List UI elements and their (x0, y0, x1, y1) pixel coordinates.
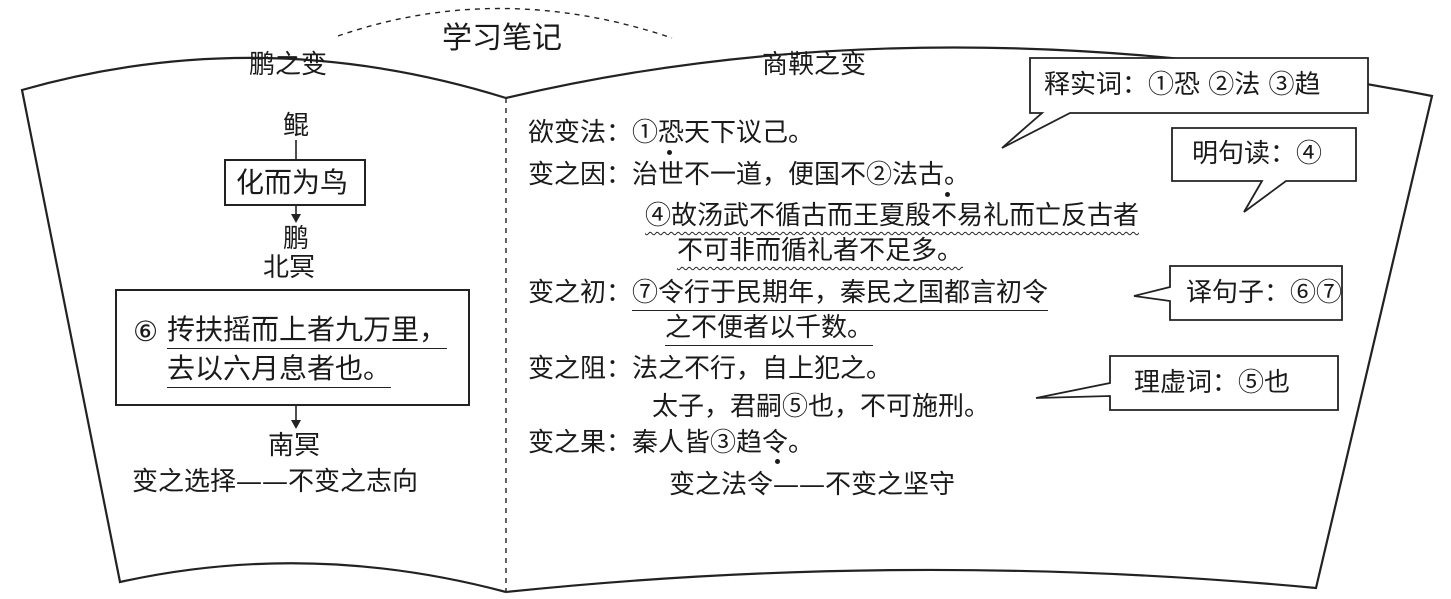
emphasis-dot-fa (945, 192, 950, 197)
left-heading: 鹏之变 (249, 50, 328, 80)
callout-shici: 释实词：①恐 ②法 ③趋 (1044, 70, 1321, 100)
callout-mingju: 明句读：④ (1192, 139, 1323, 169)
row-label-bianzhizu: 变之阻： (528, 354, 633, 384)
nanming-label: 南冥 (268, 431, 321, 461)
row-text-bianzhizu-1: 法之不行，自上犯之。 (632, 354, 893, 384)
left-summary: 变之选择——不变之志向 (132, 467, 419, 497)
beiming-label: 北冥 (263, 253, 316, 283)
transform-text: 化而为鸟 (236, 166, 349, 199)
row-text-guyi-1: ④故汤武不循古而王夏殷不易礼而亡反古者 (645, 201, 1140, 231)
peng-label: 鹏 (283, 224, 310, 254)
kun-label: 鲲 (283, 111, 310, 141)
row-label-yubianfa: 欲变法： (528, 118, 633, 148)
row-text-yubianfa: ①恐天下议己。 (632, 118, 815, 148)
quote-line-2: 去以六月息者也。 (167, 355, 392, 388)
row-label-bianzhiyin: 变之因： (528, 160, 633, 190)
row-text-bianzhiguo: 秦人皆③趋令。 (632, 428, 815, 458)
emphasis-dot-kong (667, 150, 672, 155)
row-text-guyi-2: 不可非而循礼者不足多。 (677, 236, 964, 266)
quote-line-1: 抟扶摇而上者九万里， (167, 316, 448, 349)
row-text-bianzhichu-1: ⑦令行于民期年，秦民之国都言初令 (632, 280, 1049, 311)
row-text-bianzhichu-2: 之不便者以千数。 (665, 315, 874, 346)
row-label-bianzhichu: 变之初： (528, 278, 633, 308)
quote-box (115, 289, 470, 406)
row-label-bianzhiguo: 变之果： (528, 428, 633, 458)
right-heading: 商鞅之变 (762, 50, 867, 80)
transform-box: 化而为鸟 (224, 159, 366, 206)
page-title: 学习笔记 (442, 21, 562, 56)
row-text-bianzhizu-2: 太子，君嗣⑤也，不可施刑。 (652, 392, 991, 422)
callout-yiju: 译句子：⑥⑦ (1186, 278, 1343, 308)
right-summary: 变之法令——不变之坚守 (669, 470, 956, 500)
quote-number: ⑥ (133, 315, 159, 348)
row-text-bianzhiyin: 治世不一道，便国不②法古。 (632, 160, 971, 190)
callout-lixu: 理虚词：⑤也 (1134, 368, 1291, 398)
emphasis-dot-qu (775, 459, 780, 464)
